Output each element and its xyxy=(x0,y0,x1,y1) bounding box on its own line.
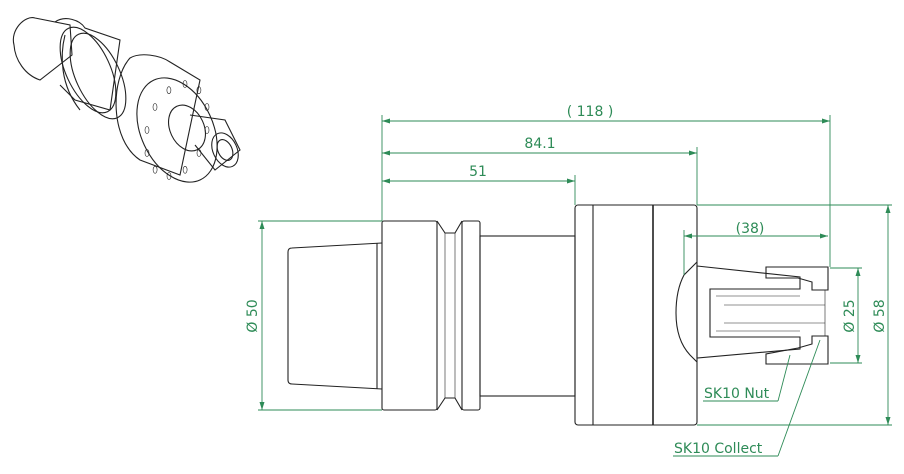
dimension-labels: ( 118 ) 84.1 51 (38) Ø 50 Ø 25 Ø 58 SK10… xyxy=(245,104,888,457)
bolt-hole xyxy=(182,166,188,174)
bolt-hole xyxy=(204,126,210,134)
dim-dia-25: Ø 25 xyxy=(842,299,858,332)
arrowhead xyxy=(382,178,390,184)
arrowhead xyxy=(855,268,861,276)
bolt-hole xyxy=(166,86,172,94)
dim-51: 51 xyxy=(469,164,487,180)
collet-section xyxy=(675,261,829,365)
arrowhead xyxy=(820,233,828,239)
arrowhead xyxy=(885,205,891,213)
v-groove xyxy=(436,220,463,411)
bolt-hole xyxy=(144,149,150,157)
arrowhead xyxy=(382,150,390,156)
collet-body xyxy=(696,265,801,359)
bolt-holes xyxy=(144,80,210,180)
arrowhead xyxy=(259,402,265,410)
arrowhead xyxy=(259,221,265,229)
neck xyxy=(479,235,576,397)
arrowhead xyxy=(382,118,390,124)
arrowhead xyxy=(567,178,575,184)
bolt-hole xyxy=(166,172,172,180)
bolt-hole xyxy=(196,149,202,157)
bolt-hole xyxy=(204,103,210,111)
callout-sk10-collet: SK10 Collect xyxy=(674,441,763,457)
arrowhead xyxy=(885,417,891,425)
dim-84-1: 84.1 xyxy=(524,136,555,152)
arrowhead xyxy=(855,355,861,363)
bolt-hole xyxy=(152,103,158,111)
dim-dia-50: Ø 50 xyxy=(245,299,261,332)
dim-118: ( 118 ) xyxy=(567,104,614,120)
arrowhead xyxy=(689,150,697,156)
flange xyxy=(381,220,438,411)
bolt-hole xyxy=(196,86,202,94)
arrowhead xyxy=(684,233,692,239)
dimension-lines xyxy=(258,115,892,457)
side-view xyxy=(287,204,698,426)
taper-shank xyxy=(287,242,383,390)
dim-dia-58: Ø 58 xyxy=(872,299,888,332)
bolt-hole xyxy=(182,80,188,88)
callout-sk10-nut: SK10 Nut xyxy=(704,386,770,402)
arrowheads xyxy=(259,118,891,425)
bolt-hole xyxy=(152,166,158,174)
arrowhead xyxy=(822,118,830,124)
isometric-view xyxy=(12,17,241,183)
sk10-nut xyxy=(765,266,829,291)
bolt-hole xyxy=(144,126,150,134)
dim-38: (38) xyxy=(736,221,765,237)
